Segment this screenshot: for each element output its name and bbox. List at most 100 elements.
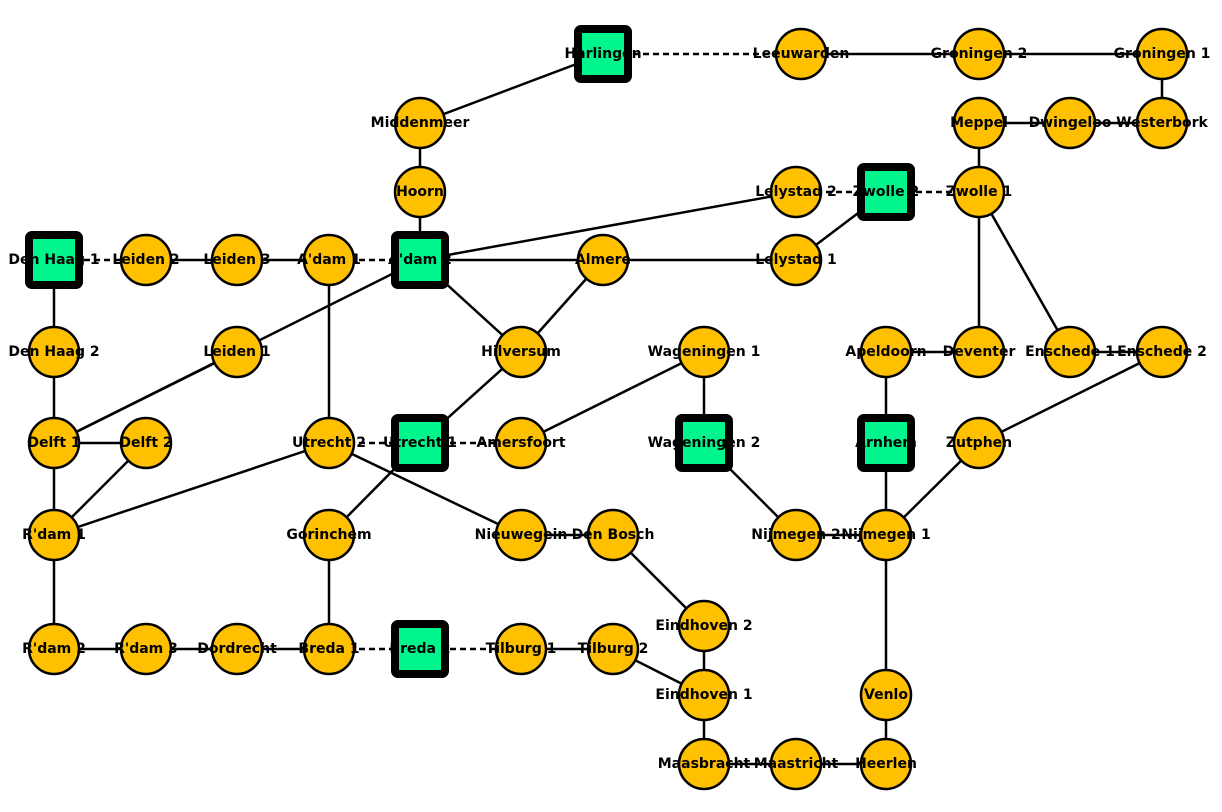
station-node-groningen1 [1135,27,1189,81]
station-node-nieuwegein [494,508,548,562]
station-label-almere: Almere [575,252,631,268]
edge-enschede2-zutphen [978,350,1163,445]
station-nodes [25,25,1189,791]
station-node-tilburg2 [586,622,640,676]
station-node-almere [576,233,630,287]
station-label-hilversum: Hilversum [481,344,561,360]
hub-node-utrecht1 [391,414,449,472]
station-label-eindhoven1: Eindhoven 1 [655,687,752,703]
station-label-rdam2: R'dam 2 [22,641,86,657]
station-node-maasbracht [677,737,731,791]
station-node-enschede2 [1135,325,1189,379]
station-node-utrecht2 [302,416,356,470]
station-label-denbosch: Den Bosch [572,527,655,543]
station-label-rdam1: R'dam 1 [22,527,86,543]
station-label-adam1: A'dam 1 [297,252,361,268]
hub-node-adam2 [391,231,449,289]
station-node-lelystad1 [769,233,823,287]
station-node-leiden2 [119,233,173,287]
station-label-maasbracht: Maasbracht [658,756,751,772]
station-node-nijmegen2 [769,508,823,562]
station-node-lelystad2 [769,165,823,219]
station-label-denhaag1: Den Haag 1 [8,252,99,268]
station-label-dwingeloo: Dwingeloo [1029,115,1112,131]
station-node-leiden3 [210,233,264,287]
station-node-groningen2 [952,27,1006,81]
hub-node-harlingen [574,25,632,83]
station-node-deventer [952,325,1006,379]
station-label-zutphen: Zutphen [946,435,1012,451]
station-label-nijmegen2: Nijmegen 2 [751,527,841,543]
station-label-nieuwegein: Nieuwegein [475,527,568,543]
station-node-zutphen [952,416,1006,470]
station-label-adam2: A'dam 2 [388,252,452,268]
edge-adam2-lelystad2 [419,190,797,262]
station-node-apeldoorn [859,325,913,379]
station-label-leiden1: Leiden 1 [203,344,270,360]
station-label-maastricht: Maastricht [754,756,839,772]
station-node-middenmeer [393,96,447,150]
station-node-delft1 [27,416,81,470]
station-label-venlo: Venlo [864,687,908,703]
station-label-delft2: Delft 2 [119,435,172,451]
station-node-denbosch [586,508,640,562]
station-node-enschede1 [1043,325,1097,379]
station-label-deventer: Deventer [943,344,1016,360]
station-node-breda1 [302,622,356,676]
edge-harlingen-middenmeer [419,52,604,125]
station-node-rdam1 [27,508,81,562]
station-node-eindhoven1 [677,668,731,722]
station-label-lelystad2: Lelystad 2 [755,184,836,200]
station-label-breda2: Breda 2 [389,641,450,657]
station-label-harlingen: Harlingen [564,46,641,62]
station-node-adam1 [302,233,356,287]
station-node-eindhoven2 [677,599,731,653]
station-label-arnhem: Arnhem [855,435,917,451]
station-node-hoorn [393,165,447,219]
station-label-delft1: Delft 1 [27,435,80,451]
station-node-dwingeloo [1043,96,1097,150]
hub-node-wageningen2 [675,414,733,472]
station-label-utrecht2: Utrecht 2 [292,435,366,451]
hub-node-zwolle2 [857,163,915,221]
station-label-westerbork: Westerbork [1116,115,1208,131]
station-label-enschede2: Enschede 2 [1117,344,1207,360]
station-label-apeldoorn: Apeldoorn [845,344,926,360]
station-label-lelystad1: Lelystad 1 [755,252,836,268]
station-label-zwolle2: Zwolle 2 [853,184,919,200]
station-node-amersfoort [494,416,548,470]
station-label-leiden2: Leiden 2 [112,252,179,268]
station-node-rdam2 [27,622,81,676]
station-node-delft2 [119,416,173,470]
station-label-tilburg2: Tilburg 2 [578,641,649,657]
edge-amersfoort-wageningen1 [520,350,705,445]
station-label-breda1: Breda 1 [298,641,359,657]
station-node-gorinchem [302,508,356,562]
station-label-groningen2: Groningen 2 [931,46,1028,62]
station-label-enschede1: Enschede 1 [1025,344,1115,360]
station-label-nijmegen1: Nijmegen 1 [841,527,931,543]
station-node-dordrecht [210,622,264,676]
station-node-westerbork [1135,96,1189,150]
edge-zwolle1-enschede1 [977,191,1072,353]
station-node-meppel [952,96,1006,150]
station-label-dordrecht: Dordrecht [197,641,277,657]
station-label-hoorn: Hoorn [396,184,444,200]
station-label-heerlen: Heerlen [855,756,917,772]
edge-leiden1-delft1 [53,350,238,445]
station-label-wageningen1: Wageningen 1 [648,344,761,360]
station-node-leeuwarden [774,27,828,81]
station-label-leeuwarden: Leeuwarden [753,46,850,62]
station-label-gorinchem: Gorinchem [286,527,371,543]
edge-utrecht2-nieuwegein [328,441,522,537]
station-label-amersfoort: Amersfoort [476,435,565,451]
station-node-hilversum [494,325,548,379]
station-label-tilburg1: Tilburg 1 [486,641,557,657]
hub-node-breda2 [391,620,449,678]
station-node-heerlen [859,737,913,791]
station-node-maastricht [769,737,823,791]
station-label-meppel: Meppel [950,115,1008,131]
station-label-eindhoven2: Eindhoven 2 [655,618,752,634]
